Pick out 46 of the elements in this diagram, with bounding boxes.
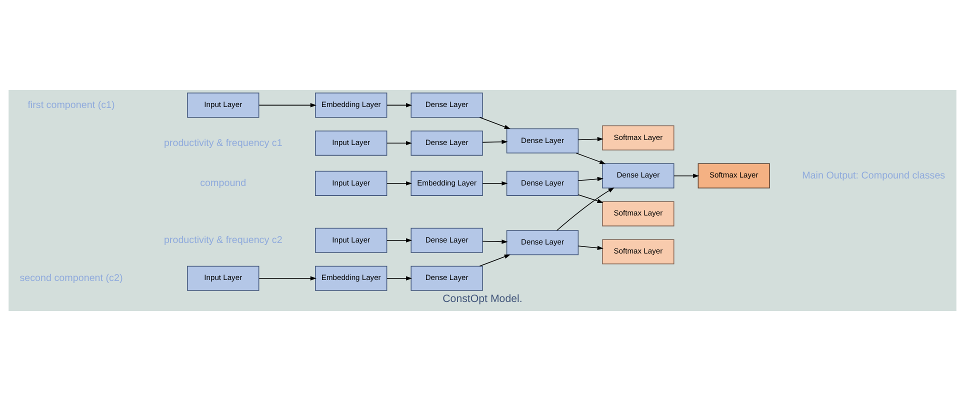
node-box: Input Layer (315, 130, 388, 156)
arrow (482, 181, 508, 186)
label: Main Output: Compound classes (802, 170, 946, 182)
node-box: Dense Layer (602, 163, 674, 188)
node-box: Embedding Layer (315, 266, 388, 291)
arrow (386, 181, 412, 186)
arrow (578, 246, 604, 250)
node-box: Dense Layer (506, 230, 579, 256)
node-box: Dense Layer (410, 92, 483, 118)
arrow (258, 103, 316, 108)
label: first component (c1) (28, 100, 115, 111)
label: compound (200, 178, 246, 189)
node-box: Embedding Layer (410, 170, 483, 196)
node-box: Softmax Layer (602, 201, 674, 226)
arrow (674, 174, 700, 178)
node-box: Embedding Layer (315, 92, 388, 118)
node-box: Softmax Layer (698, 163, 770, 188)
arrow (578, 176, 604, 182)
label: productivity & frequency c1 (164, 138, 282, 149)
node-box: Softmax Layer (602, 239, 674, 264)
arrow (576, 152, 606, 164)
label: productivity & frequency c2 (164, 234, 282, 246)
arrow (482, 240, 508, 244)
label: second component (c2) (20, 272, 123, 284)
arrow (386, 103, 412, 108)
arrow (386, 141, 412, 146)
arrow (258, 276, 316, 280)
node-box: Input Layer (187, 92, 260, 118)
node-box: Softmax Layer (602, 125, 674, 150)
node-box: Input Layer (315, 228, 388, 253)
arrow (482, 140, 508, 144)
arrow (578, 137, 604, 142)
arrow (578, 194, 604, 203)
node-box: Input Layer (187, 266, 260, 291)
arrow (479, 117, 510, 130)
arrow (556, 188, 614, 231)
arrow (386, 276, 412, 280)
node-box: Dense Layer (506, 170, 579, 196)
arrow (479, 254, 510, 267)
node-box: Dense Layer (506, 128, 579, 154)
node-box: Dense Layer (410, 130, 483, 156)
arrow (386, 238, 412, 242)
node-box: Dense Layer (410, 266, 483, 291)
node-box: Input Layer (315, 170, 388, 196)
node-box: Dense Layer (410, 228, 483, 253)
caption: ConstOpt Model. (442, 293, 522, 306)
